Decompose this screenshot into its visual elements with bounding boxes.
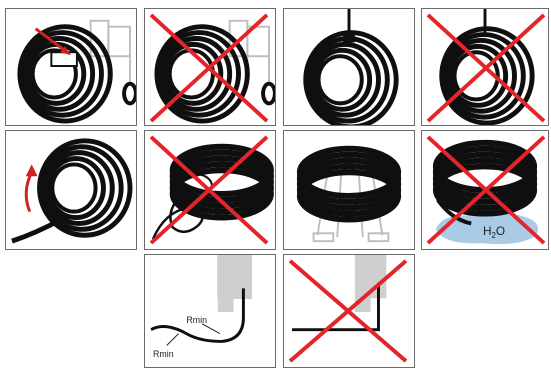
panel-coil-forklift-prohibited — [144, 8, 276, 126]
coil-hanging-illustration — [284, 9, 414, 125]
panel-coil-hanging-correct — [283, 8, 415, 126]
rmin-lower-label: Rmin — [153, 349, 174, 359]
coil-unroll-illustration — [6, 131, 136, 249]
rmin-upper-label: Rmin — [186, 315, 207, 325]
coil-forklift-prohibited-illustration — [145, 9, 275, 125]
bend-radius-illustration: Rmin Rmin — [145, 255, 275, 367]
coil-in-water-illustration: H2O — [422, 131, 548, 249]
panel-coil-forklift-wrong-lift — [5, 8, 137, 126]
coil-loop-pull-illustration — [145, 131, 275, 249]
panel-sharp-bend-prohibited — [283, 254, 415, 368]
panel-coil-in-water-prohibited: H2O — [421, 130, 549, 250]
panel-coil-hanging-prohibited — [421, 8, 549, 126]
coil-hanging-prohibited-illustration — [422, 9, 548, 125]
sharp-bend-illustration — [284, 255, 414, 367]
panel-coil-loop-pull-prohibited — [144, 130, 276, 250]
panel-bend-radius-correct: Rmin Rmin — [144, 254, 276, 368]
panel-coil-on-pallet-correct — [283, 130, 415, 250]
coil-forklift-illustration — [6, 9, 136, 125]
rotation-arrow — [26, 172, 31, 211]
coil-on-pallet-illustration — [284, 131, 414, 249]
panel-coil-unroll-correct — [5, 130, 137, 250]
